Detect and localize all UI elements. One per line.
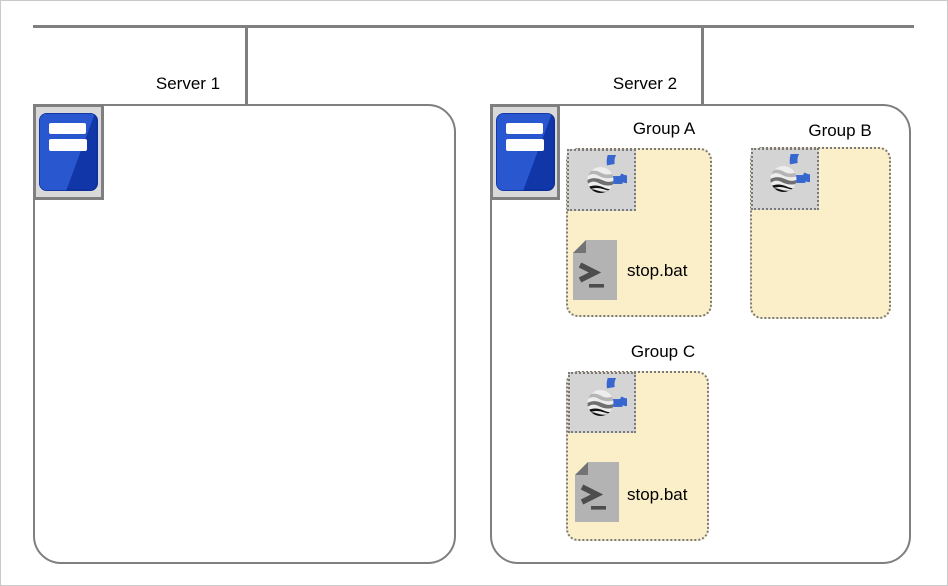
server2-drop-line — [701, 25, 704, 104]
groupB-label: Group B — [808, 121, 872, 140]
app-logo-icon — [760, 154, 810, 204]
bus-line — [33, 25, 914, 28]
app-logo-icon — [577, 377, 627, 428]
groupC-script-label: stop.bat — [627, 485, 688, 504]
groupC-app-node[interactable] — [568, 372, 636, 433]
groupA-app-node[interactable] — [567, 149, 636, 211]
groupA-script-label: stop.bat — [627, 261, 688, 280]
groupB-app-node[interactable] — [751, 148, 819, 210]
batch-script-icon[interactable] — [573, 240, 617, 300]
server2-label: Server 2 — [612, 74, 678, 93]
server1-node[interactable] — [33, 104, 104, 200]
batch-script-icon[interactable] — [575, 462, 619, 522]
groupA-label: Group A — [632, 119, 696, 138]
server1-label: Server 1 — [155, 74, 221, 93]
server-icon — [495, 113, 555, 191]
server1-drop-line — [245, 25, 248, 104]
groupC-label: Group C — [630, 342, 696, 361]
app-logo-icon — [577, 155, 627, 205]
server2-node[interactable] — [490, 104, 560, 200]
server-icon — [39, 113, 98, 191]
